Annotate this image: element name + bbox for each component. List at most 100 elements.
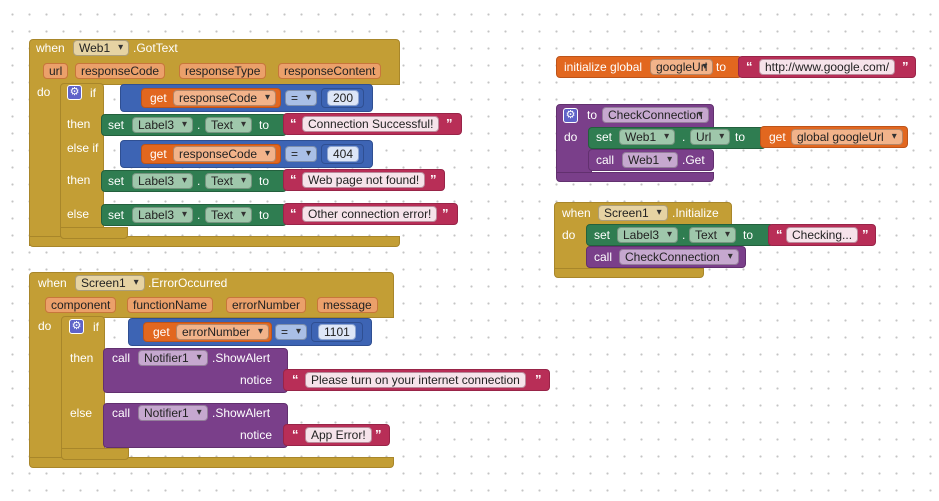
get-keyword: get: [150, 147, 167, 161]
call-keyword: call: [112, 406, 131, 420]
gear-icon[interactable]: ⚙: [563, 108, 578, 123]
string-checking[interactable]: Checking...: [786, 227, 859, 243]
number-200[interactable]: 200: [327, 90, 360, 106]
get-keyword: get: [153, 325, 170, 339]
open-quote-icon: “: [292, 372, 299, 387]
close-quote-icon: ”: [442, 206, 449, 221]
label3-component-dropdown[interactable]: Label3: [132, 207, 194, 223]
param-functionname[interactable]: functionName: [127, 297, 214, 313]
web1-gottext-event-footer: [29, 236, 400, 247]
equals-operator-dropdown[interactable]: =: [285, 146, 318, 162]
param-url[interactable]: url: [43, 63, 69, 79]
param-message[interactable]: message: [317, 297, 378, 313]
string-app-error[interactable]: App Error!: [305, 427, 372, 443]
showalert-method-name: .ShowAlert: [212, 351, 271, 365]
to-keyword: to: [743, 228, 754, 242]
param-responsecontent[interactable]: responseContent: [278, 63, 382, 79]
responsecode-variable-dropdown[interactable]: responseCode: [173, 90, 277, 106]
to-keyword: to: [587, 108, 598, 122]
else-keyword: else: [67, 207, 90, 221]
param-responsetype[interactable]: responseType: [179, 63, 267, 79]
checkconnection-procedure-dropdown[interactable]: CheckConnection: [619, 249, 739, 265]
label3-component-dropdown[interactable]: Label3: [132, 117, 194, 133]
dot: .: [682, 228, 686, 242]
close-quote-icon: ”: [375, 427, 382, 442]
close-quote-icon: ”: [535, 372, 542, 387]
web1-component-dropdown[interactable]: Web1: [73, 40, 130, 56]
erroroccurred-event-name: .ErrorOccurred: [148, 276, 228, 290]
to-keyword: to: [716, 60, 727, 74]
do-keyword: do: [38, 319, 52, 333]
checkconnection-procedure-name[interactable]: CheckConnection: [602, 107, 709, 123]
screen1-initialize-event-spine: [554, 225, 590, 271]
close-quote-icon: ”: [902, 59, 909, 74]
text-property-dropdown[interactable]: Text: [205, 117, 253, 133]
label3-component-dropdown[interactable]: Label3: [132, 173, 194, 189]
screen1-component-dropdown[interactable]: Screen1: [75, 275, 145, 291]
text-property-dropdown[interactable]: Text: [205, 207, 253, 223]
url-property-dropdown[interactable]: Url: [690, 129, 731, 145]
if-keyword: if: [93, 320, 99, 334]
web1-component-dropdown[interactable]: Web1: [619, 129, 676, 145]
gear-icon[interactable]: ⚙: [67, 85, 82, 100]
text-property-dropdown[interactable]: Text: [205, 173, 253, 189]
gear-icon[interactable]: ⚙: [69, 319, 84, 334]
dot: .: [197, 174, 201, 188]
call-keyword: call: [594, 250, 613, 264]
global-googleurl-variable-dropdown[interactable]: global googleUrl: [791, 129, 903, 145]
param-component[interactable]: component: [45, 297, 117, 313]
string-other-connection-error[interactable]: Other connection error!: [302, 206, 438, 222]
responsecode-variable-dropdown[interactable]: responseCode: [173, 146, 277, 162]
param-responsecode[interactable]: responseCode: [75, 63, 166, 79]
if-keyword: if: [90, 86, 96, 100]
then-keyword: then: [70, 351, 94, 365]
screen1-component-dropdown[interactable]: Screen1: [598, 205, 668, 221]
procedure-checkconnection-spine: [556, 127, 592, 175]
close-quote-icon: ”: [430, 172, 437, 187]
set-keyword: set: [108, 118, 125, 132]
to-keyword: to: [259, 174, 270, 188]
notifier1-component-dropdown[interactable]: Notifier1: [138, 350, 208, 366]
screen1-erroroccurred-event-footer: [29, 457, 394, 468]
when-keyword: when: [562, 206, 591, 220]
notifier1-component-dropdown[interactable]: Notifier1: [138, 405, 208, 421]
equals-operator-dropdown[interactable]: =: [275, 324, 308, 340]
set-keyword: set: [108, 174, 125, 188]
dot: .: [197, 118, 201, 132]
when-keyword: when: [38, 276, 67, 290]
equals-operator-dropdown[interactable]: =: [285, 90, 318, 106]
call-keyword: call: [596, 153, 615, 167]
web1-component-dropdown[interactable]: Web1: [622, 152, 679, 168]
to-keyword: to: [735, 130, 746, 144]
get-method-name: .Get: [682, 153, 705, 167]
when-keyword: when: [36, 41, 65, 55]
to-keyword: to: [259, 208, 270, 222]
then-keyword: then: [67, 117, 91, 131]
string-connection-successful[interactable]: Connection Successful!: [302, 116, 440, 132]
number-404[interactable]: 404: [327, 146, 360, 162]
open-quote-icon: “: [290, 172, 297, 187]
notice-keyword: notice: [240, 428, 273, 442]
if-control-block[interactable]: [61, 316, 105, 460]
do-keyword: do: [37, 85, 51, 99]
notice-keyword: notice: [240, 373, 273, 387]
number-1101[interactable]: 1101: [318, 324, 356, 340]
open-quote-icon: “: [746, 59, 753, 74]
string-web-page-not-found[interactable]: Web page not found!: [302, 172, 426, 188]
errornumber-variable-dropdown[interactable]: errorNumber: [176, 324, 270, 340]
open-quote-icon: “: [290, 116, 297, 131]
set-keyword: set: [108, 208, 125, 222]
string-google-url[interactable]: http://www.google.com/: [759, 59, 896, 75]
label3-component-dropdown[interactable]: Label3: [617, 227, 679, 243]
if-control-footer: [60, 227, 128, 239]
param-errornumber[interactable]: errorNumber: [226, 297, 307, 313]
initialize-event-name: .Initialize: [672, 206, 719, 220]
set-keyword: set: [594, 228, 611, 242]
get-keyword: get: [769, 130, 786, 144]
googleurl-variable-name[interactable]: googleUrl: [650, 59, 714, 75]
else-keyword: else: [70, 406, 93, 420]
string-please-turn-on-internet[interactable]: Please turn on your internet connection: [305, 372, 526, 388]
dot: .: [197, 208, 201, 222]
text-property-dropdown[interactable]: Text: [689, 227, 737, 243]
screen1-initialize-event-footer: [554, 268, 704, 278]
